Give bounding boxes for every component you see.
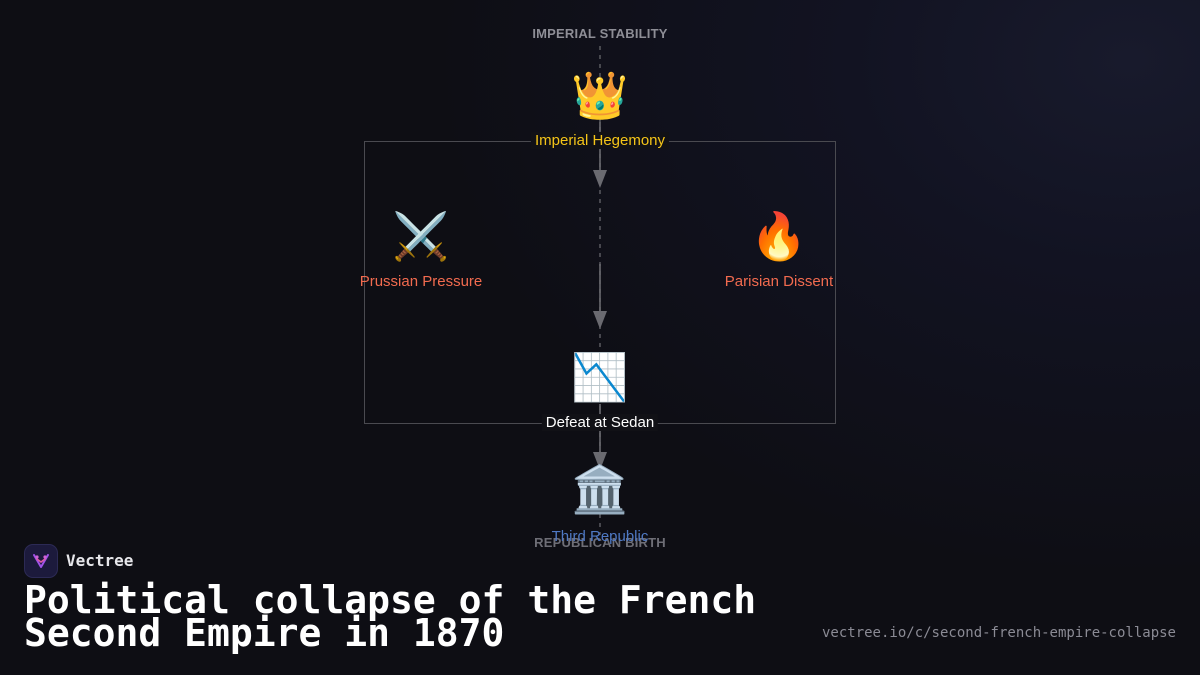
top-axis-label: IMPERIAL STABILITY <box>532 26 668 41</box>
vectree-logo-mark <box>33 554 49 568</box>
bottom-axis-label: REPUBLICAN BIRTH <box>534 535 666 550</box>
node-label-imperial-hegemony: Imperial Hegemony <box>530 132 670 149</box>
arrowhead-1 <box>593 170 607 188</box>
arrowhead-2 <box>593 311 607 329</box>
page-title-line-1: Political collapse of the French <box>24 578 757 622</box>
chart-decreasing-icon: 📉 <box>571 350 629 404</box>
classical-building-icon: 🏛️ <box>571 462 629 516</box>
fire-icon: 🔥 <box>750 209 808 263</box>
page-title-line-2: Second Empire in 1870 <box>24 611 505 655</box>
node-label-prussian-pressure: Prussian Pressure <box>359 273 483 290</box>
node-label-defeat-at-sedan: Defeat at Sedan <box>541 414 659 431</box>
node-label-third-republic: Third Republic <box>551 528 649 545</box>
page-title: Political collapse of the French Second … <box>24 578 784 655</box>
crossed-swords-icon: ⚔️ <box>392 209 450 263</box>
brand-name: Vectree <box>66 551 134 570</box>
arrowhead-3 <box>593 452 607 470</box>
vectree-logo <box>24 544 58 578</box>
crown-icon: 👑 <box>571 68 629 122</box>
source-url[interactable]: vectree.io/c/second-french-empire-collap… <box>821 625 1176 641</box>
node-label-parisian-dissent: Parisian Dissent <box>724 273 834 290</box>
